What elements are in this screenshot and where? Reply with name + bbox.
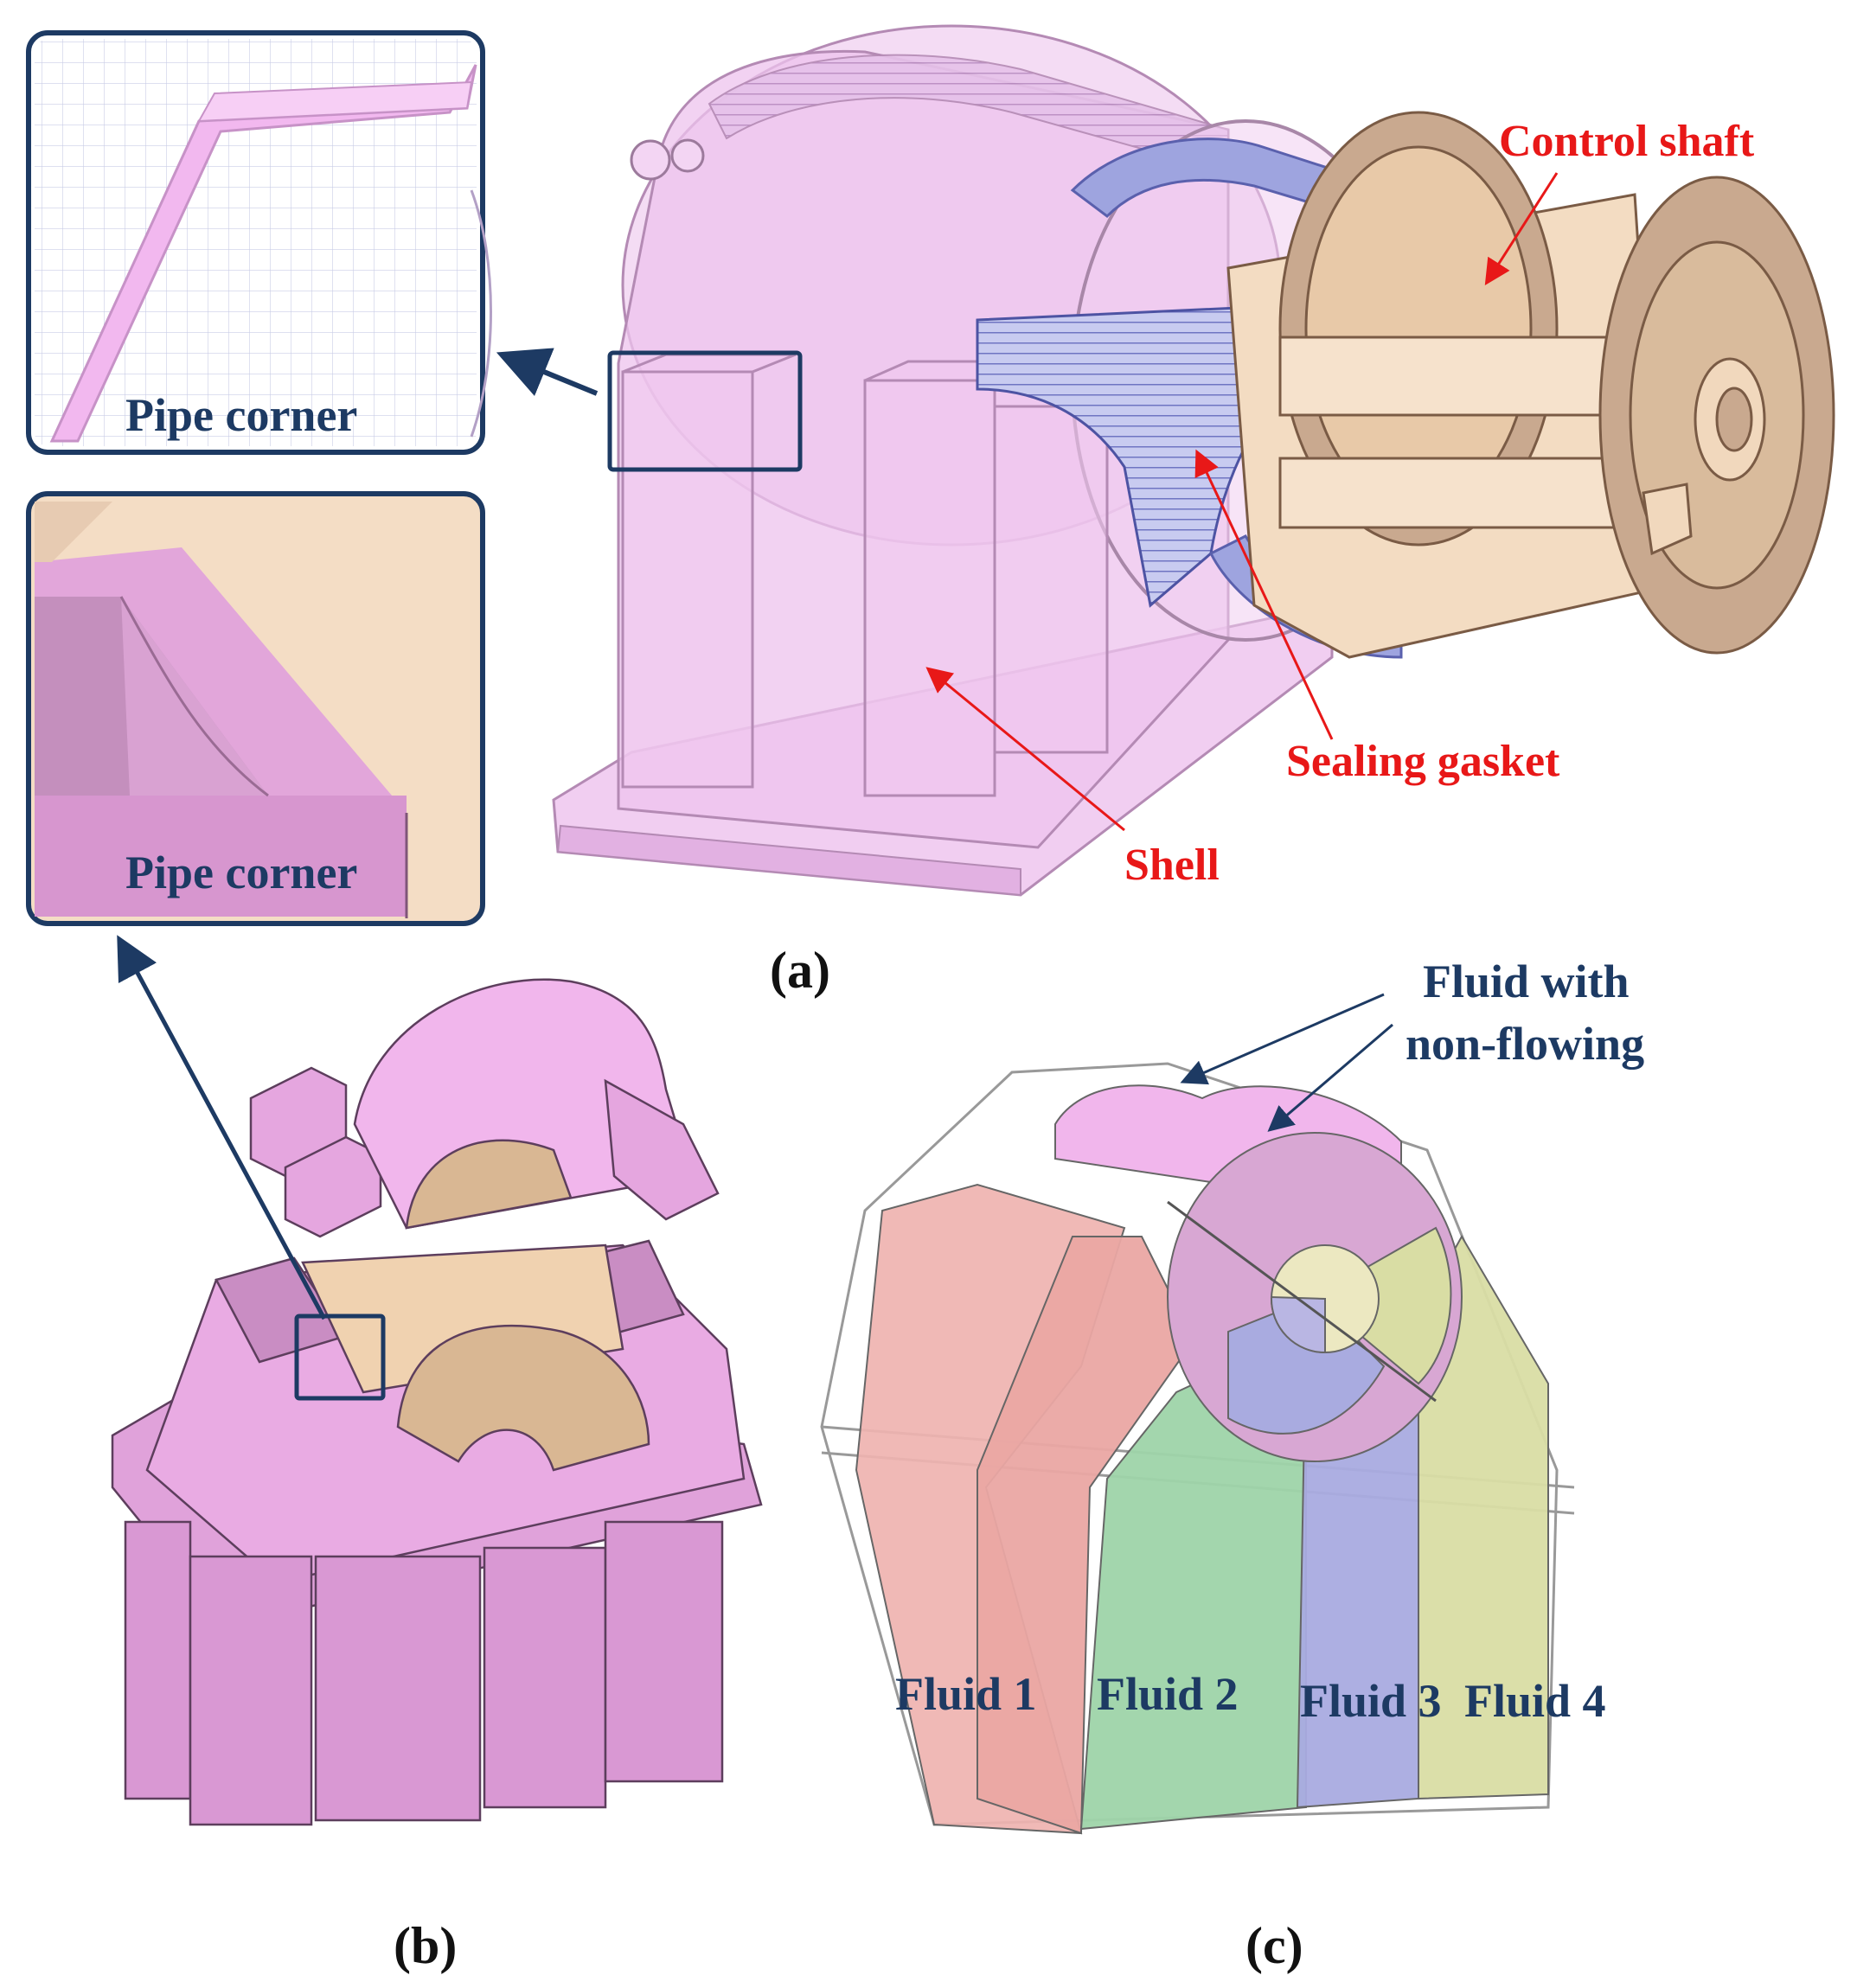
arrow-sealing-gasket xyxy=(1194,449,1334,740)
leg-1 xyxy=(124,1520,192,1800)
leg-3 xyxy=(314,1555,482,1822)
arrow-to-zoom-top xyxy=(496,348,599,396)
leg-4 xyxy=(483,1546,607,1809)
shell-pipe-3 xyxy=(993,405,1109,754)
zoom-pipe-corner-bottom xyxy=(26,491,485,926)
label-sealing-gasket: Sealing gasket xyxy=(1286,737,1560,786)
label-pipe-corner-bottom: Pipe corner xyxy=(125,847,358,898)
label-control-shaft: Control shaft xyxy=(1499,117,1755,166)
arrow-non-flowing-1 xyxy=(1180,993,1385,1085)
label-shell: Shell xyxy=(1124,841,1220,890)
shell-pipe-1 xyxy=(621,370,754,789)
pipe-corner-highlight-a xyxy=(607,350,803,472)
label-fluid-4: Fluid 4 xyxy=(1464,1675,1606,1727)
leg-2 xyxy=(189,1555,313,1826)
panel-label-c: (c) xyxy=(1245,1917,1303,1974)
panel-label-a: (a) xyxy=(770,942,830,999)
label-pipe-corner-top: Pipe corner xyxy=(125,389,358,441)
control-shaft xyxy=(1226,111,1835,659)
arrow-non-flowing-2 xyxy=(1267,1023,1393,1132)
panel-c-fluid-domain xyxy=(820,1062,1575,1835)
label-fluid-non-flowing-2: non-flowing xyxy=(1406,1018,1645,1070)
pipe-corner-highlight-b xyxy=(294,1314,386,1401)
label-fluid-2: Fluid 2 xyxy=(1097,1668,1239,1720)
arrow-shell xyxy=(925,667,1125,832)
shell-pipe-2 xyxy=(863,379,996,797)
zoom-pipe-corner-top xyxy=(26,30,492,455)
arrow-control-shaft xyxy=(1484,172,1559,286)
arrow-to-zoom-bottom xyxy=(117,935,327,1320)
panel-label-b: (b) xyxy=(394,1917,458,1974)
panel-b-exploded xyxy=(111,978,763,1826)
panel-a-assembly xyxy=(496,24,1835,897)
leg-5 xyxy=(604,1520,724,1783)
label-fluid-1: Fluid 1 xyxy=(895,1668,1037,1720)
label-fluid-non-flowing-1: Fluid with xyxy=(1423,956,1630,1007)
label-fluid-3: Fluid 3 xyxy=(1300,1675,1442,1727)
